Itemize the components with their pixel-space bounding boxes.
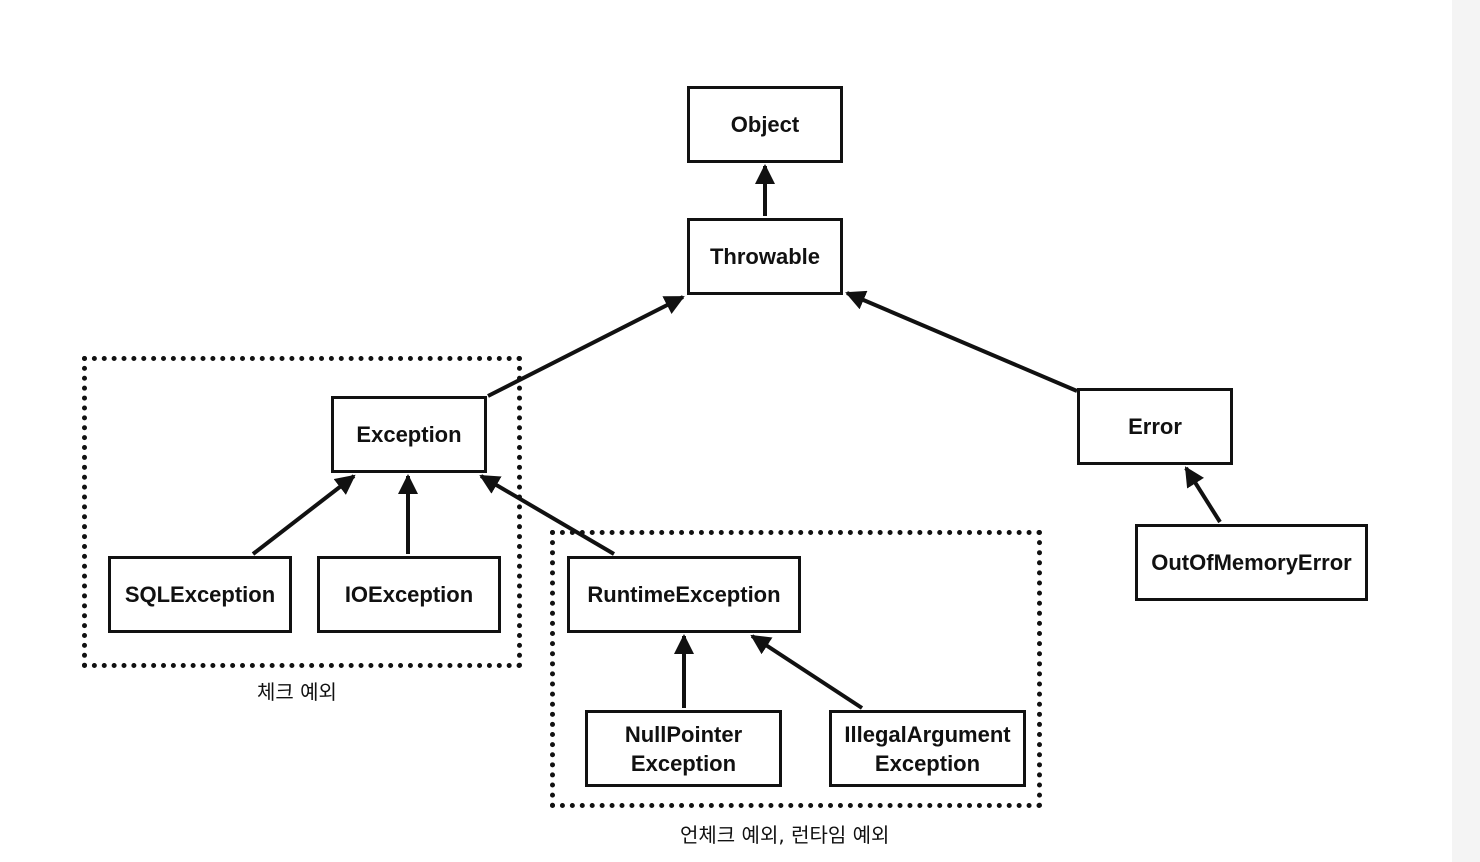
node-nullpointerexception-label-line2: Exception xyxy=(630,750,737,776)
node-throwable: Throwable xyxy=(687,218,843,295)
unchecked-exception-caption: 언체크 예외, 런타임 예외 xyxy=(680,823,890,847)
node-ioexception: IOException xyxy=(317,556,501,633)
node-error-label: Error xyxy=(1128,414,1182,439)
edge-runtimeexception-to-exception xyxy=(479,474,616,556)
edge-error-to-throwable xyxy=(845,290,1078,393)
node-object: Object xyxy=(687,86,843,163)
node-runtimeexception: RuntimeException xyxy=(567,556,801,633)
node-illegalargumentexception-label-line1: IllegalArgument xyxy=(844,721,1011,747)
node-sqlexception-label: SQLException xyxy=(124,582,276,607)
edge-illegalargumentexception-to-runtimeexception xyxy=(750,634,864,710)
edge-exception-to-throwable xyxy=(487,295,685,398)
node-outofmemoryerror: OutOfMemoryError xyxy=(1135,524,1368,601)
edge-sqlexception-to-exception xyxy=(251,474,356,556)
unchecked-exception-group xyxy=(550,530,1042,808)
node-outofmemoryerror-label: OutOfMemoryError xyxy=(1151,550,1352,575)
node-throwable-label: Throwable xyxy=(709,244,820,269)
node-exception-label: Exception xyxy=(356,422,462,447)
edge-outofmemoryerror-to-error xyxy=(1184,466,1222,524)
checked-exception-group xyxy=(82,356,522,668)
node-illegalargumentexception: IllegalArgument Exception xyxy=(829,710,1026,787)
node-illegalargumentexception-label-line2: Exception xyxy=(874,750,981,776)
right-edge-strip xyxy=(1452,0,1480,862)
node-exception: Exception xyxy=(331,396,487,473)
node-nullpointerexception: NullPointer Exception xyxy=(585,710,782,787)
checked-exception-caption: 체크 예외 xyxy=(257,680,337,704)
node-nullpointerexception-label-line1: NullPointer xyxy=(624,721,743,747)
node-error: Error xyxy=(1077,388,1233,465)
node-runtimeexception-label: RuntimeException xyxy=(587,582,781,607)
node-ioexception-label: IOException xyxy=(344,582,474,607)
node-sqlexception: SQLException xyxy=(108,556,292,633)
node-object-label: Object xyxy=(730,112,800,137)
